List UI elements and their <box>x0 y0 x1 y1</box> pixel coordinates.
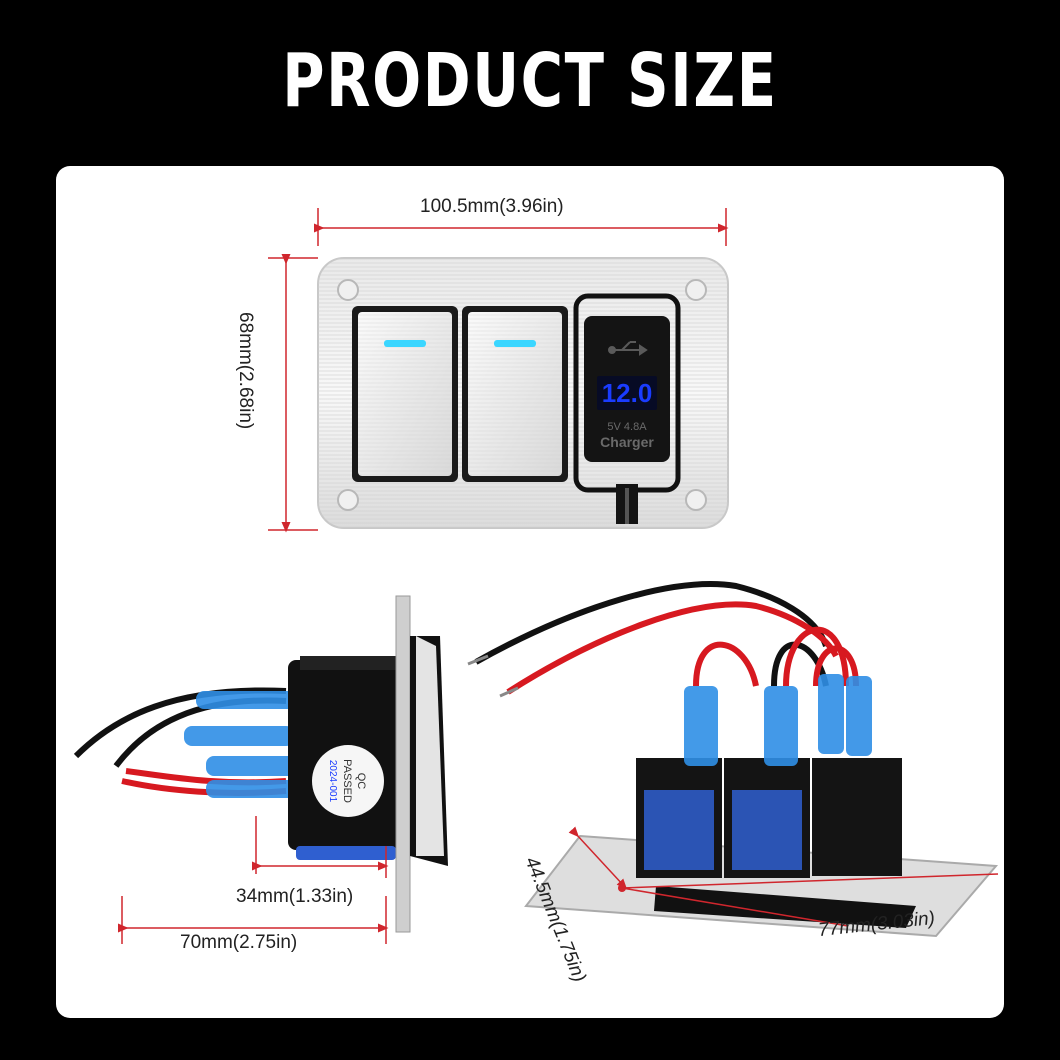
product-diagram: 12.0 5V 4.8A Charger <box>73 208 999 944</box>
dimension-label-length: 70mm(2.75in) <box>180 932 298 953</box>
rocker-switch-2 <box>462 306 568 482</box>
switch-housing <box>636 758 902 878</box>
dimension-label-width: 100.5mm(3.96in) <box>420 196 564 217</box>
led-indicator <box>384 340 426 347</box>
connector-blue <box>684 674 872 766</box>
back-view <box>467 581 999 938</box>
dimension-label-depth: 34mm(1.33in) <box>236 886 354 907</box>
side-view: QC PASSED 2024-001 <box>73 595 448 944</box>
top-view: 12.0 5V 4.8A Charger <box>268 208 729 533</box>
back-width-dimension-line <box>621 873 999 889</box>
voltage-display: 12.0 <box>602 378 653 408</box>
connector-blue <box>184 691 300 798</box>
screw-hole <box>337 279 359 301</box>
led-indicator <box>494 340 536 347</box>
charger-rating: 5V 4.8A <box>607 421 647 433</box>
screw-hole <box>337 489 359 511</box>
plate-edge <box>395 595 411 933</box>
screw-hole <box>685 279 707 301</box>
usb-icon <box>608 341 648 356</box>
svg-text:2024-001: 2024-001 <box>327 760 338 803</box>
svg-text:PASSED: PASSED <box>341 759 353 803</box>
usb-charger-module: 12.0 5V 4.8A Charger <box>573 293 681 524</box>
qc-label: QC PASSED 2024-001 <box>312 745 384 817</box>
product-card: 12.0 5V 4.8A Charger <box>56 166 1004 1018</box>
back-height-dimension-line <box>568 826 628 890</box>
charger-label: Charger <box>600 434 654 450</box>
svg-text:QC: QC <box>355 773 367 790</box>
page-title: PRODUCT SIZE <box>282 38 778 124</box>
screw-hole <box>685 489 707 511</box>
dimension-label-height: 68mm(2.68in) <box>235 312 256 430</box>
rocker-switch-1 <box>352 306 458 482</box>
